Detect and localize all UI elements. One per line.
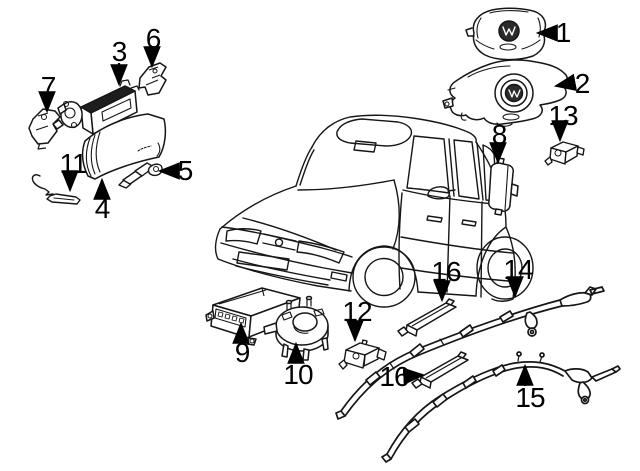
callout-8-label[interactable]: 8 [491, 119, 508, 150]
callout-15-label[interactable]: 15 [515, 382, 545, 413]
curtain-airbag-left-illustration [335, 286, 605, 420]
curtain-airbag-right-illustration [381, 351, 621, 463]
callout-arrows [38, 24, 578, 386]
callout-11-label[interactable]: 11 [59, 148, 87, 179]
bracket-upper-illustration [138, 62, 167, 96]
callout-16b-label[interactable]: 16 [379, 361, 409, 392]
side-airbag-module-illustration [488, 157, 519, 216]
driver-airbag-illustration [465, 7, 547, 61]
clip-bracket-illustration [118, 162, 163, 189]
passenger-airbag-module-illustration [52, 79, 140, 140]
trim-strip-illustration [31, 174, 81, 205]
callout-16a-label[interactable]: 16 [431, 256, 461, 287]
callout-4-label[interactable]: 4 [94, 193, 111, 224]
driver-airbag-rear-illustration [442, 59, 568, 127]
curtain-inflator-b-illustration [411, 351, 469, 389]
callout-14-label[interactable]: 14 [503, 254, 533, 285]
callout-2-label[interactable]: 2 [574, 68, 591, 99]
callout-9-label[interactable]: 9 [234, 337, 251, 368]
curtain-inflator-a-illustration [397, 298, 457, 337]
callout-6-label[interactable]: 6 [145, 23, 162, 54]
impact-sensor-front-illustration [338, 339, 387, 370]
airbag-door-panel-illustration [81, 113, 167, 180]
impact-sensor-rear-illustration [544, 141, 585, 166]
callout-1-label[interactable]: 1 [555, 17, 572, 48]
callout-16b-arrow [402, 367, 426, 386]
control-module-illustration [205, 287, 307, 346]
callout-13-label[interactable]: 13 [548, 100, 578, 131]
clock-spring-illustration [263, 295, 329, 361]
callout-10-label[interactable]: 10 [283, 359, 313, 390]
callout-5-label[interactable]: 5 [177, 155, 194, 186]
callout-3-label[interactable]: 3 [111, 36, 128, 67]
bracket-side-illustration [28, 108, 61, 150]
vehicle-illustration [214, 114, 534, 308]
callout-12-label[interactable]: 12 [342, 296, 372, 327]
callout-2-arrow [553, 73, 578, 92]
callout-7-label[interactable]: 7 [40, 71, 57, 102]
